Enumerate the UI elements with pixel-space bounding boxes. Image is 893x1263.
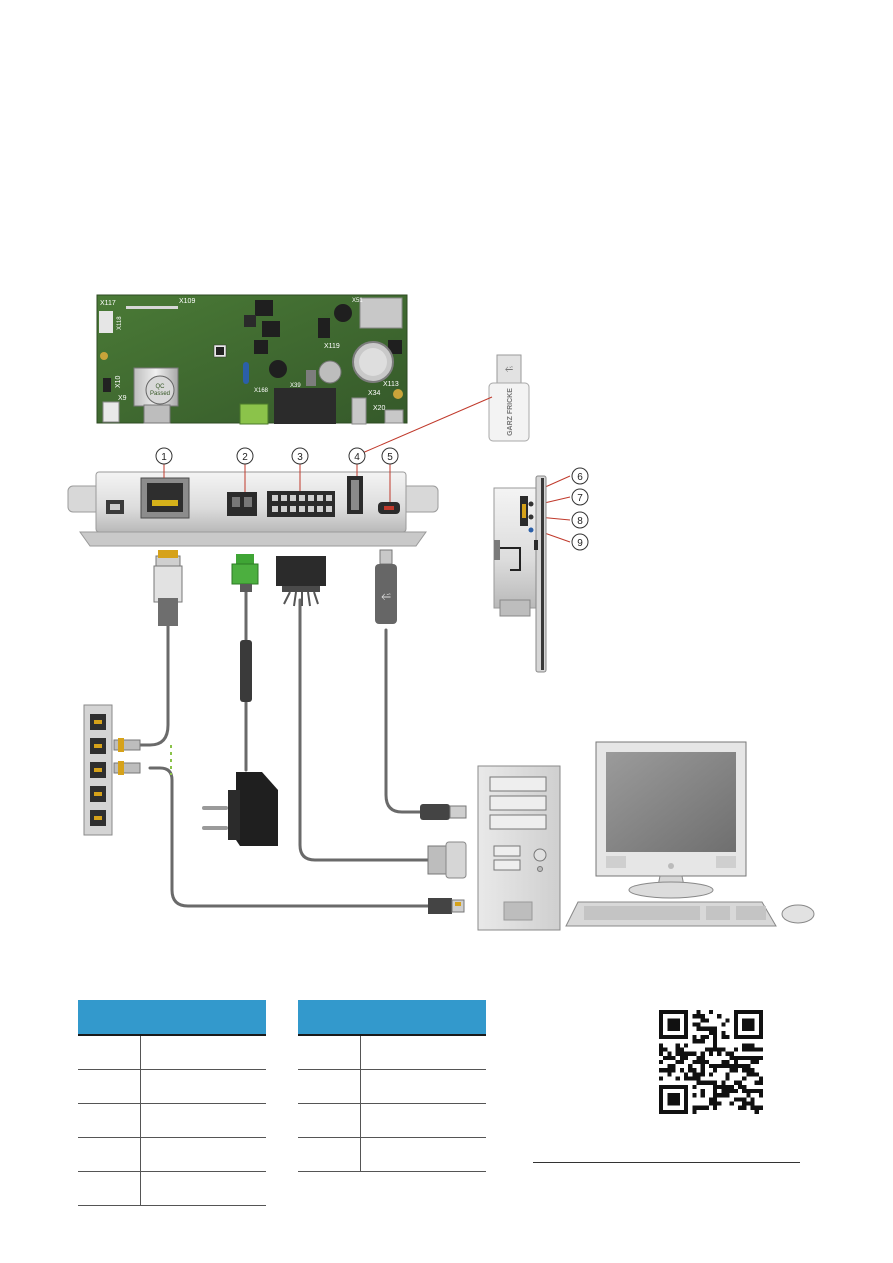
label-x119: X119 [324, 343, 340, 350]
table-cell [140, 1103, 266, 1138]
device-side-view [493, 475, 547, 673]
callout-5: 5 [381, 447, 399, 465]
usb-stick-brand: GARZ FRICKE [507, 388, 514, 436]
table-cell [140, 1034, 266, 1070]
pc-serial-plug [427, 841, 467, 879]
rj45-plug [153, 550, 183, 626]
svg-text:1: 1 [161, 452, 167, 463]
callout-6: 6 [571, 467, 589, 485]
multi-pin-plug [276, 556, 326, 607]
label-x39: X39 [290, 383, 301, 389]
table-row [78, 1137, 266, 1172]
table-cell [360, 1034, 486, 1070]
mouse [781, 904, 815, 924]
svg-text:9: 9 [577, 538, 583, 549]
table-right [298, 1000, 486, 1172]
label-x117: X117 [100, 300, 116, 307]
callout-2: 2 [236, 447, 254, 465]
power-adapter [202, 772, 278, 846]
table-cell [78, 1137, 141, 1172]
table-row [298, 1034, 486, 1070]
label-x34: X34 [368, 390, 381, 397]
label-x168: X168 [254, 388, 269, 394]
divider-line [533, 1162, 800, 1163]
table-row [78, 1103, 266, 1138]
header-cell [78, 1000, 140, 1035]
pcb-board: QC Passed X117 X109 X51 X118 X10 X9 X168… [96, 294, 408, 425]
power-terminal-port [227, 492, 257, 516]
callout-8: 8 [571, 511, 589, 529]
multi-pin-port [267, 491, 335, 517]
table-header-row [78, 1000, 266, 1035]
label-x9: X9 [118, 395, 127, 402]
usb-icon: ⭁ [505, 364, 513, 375]
table-cell [140, 1171, 266, 1206]
table-cell [298, 1034, 361, 1070]
svg-text:5: 5 [387, 452, 393, 463]
svg-text:4: 4 [354, 452, 360, 463]
svg-text:2: 2 [242, 452, 248, 463]
callout-9: 9 [571, 533, 589, 551]
callout-4: 4 [348, 447, 366, 465]
svg-text:8: 8 [577, 516, 583, 527]
label-x113: X113 [383, 381, 399, 388]
label-x20: X20 [373, 405, 386, 412]
table-cell [78, 1103, 141, 1138]
table-row [298, 1069, 486, 1104]
table-row [78, 1171, 266, 1206]
table-row [78, 1034, 266, 1070]
device-housing [67, 471, 439, 547]
svg-text:6: 6 [577, 472, 583, 483]
pc-usb-plug [420, 804, 467, 820]
header-cell [140, 1000, 266, 1035]
usb-stick: ⭁ GARZ FRICKE [488, 354, 530, 442]
callout-1: 1 [155, 447, 173, 465]
table-row [298, 1103, 486, 1138]
table-cell [298, 1137, 361, 1172]
usb-plug: ⭁ [375, 549, 397, 624]
pc-monitor [595, 741, 747, 899]
table-cell [360, 1137, 486, 1172]
label-x51: X51 [352, 298, 363, 304]
pc-tower [477, 765, 561, 931]
table-cell [78, 1171, 141, 1206]
table-cell [140, 1069, 266, 1104]
table-cell [140, 1137, 266, 1172]
usb-plug-icon: ⭁ [381, 589, 391, 603]
passed-sticker-top: QC [156, 384, 166, 390]
power-plug-connector [231, 554, 259, 702]
svg-text:7: 7 [577, 493, 583, 504]
passed-sticker: Passed [150, 391, 170, 397]
header-cell [360, 1000, 486, 1035]
table-cell [78, 1069, 141, 1104]
table-cell [360, 1103, 486, 1138]
callout-3: 3 [291, 447, 309, 465]
svg-text:3: 3 [297, 452, 303, 463]
pc-ethernet-plug [428, 898, 465, 914]
label-x118: X118 [117, 316, 123, 330]
table-cell [78, 1034, 141, 1070]
keyboard [565, 901, 777, 927]
label-x109: X109 [179, 298, 195, 305]
table-cell [298, 1069, 361, 1104]
label-x10: X10 [115, 375, 122, 388]
table-row [78, 1069, 266, 1104]
ethernet-switch [83, 704, 141, 836]
table-row [298, 1137, 486, 1172]
callout-7: 7 [571, 488, 589, 506]
cables [136, 588, 432, 908]
table-cell [298, 1103, 361, 1138]
qr-code[interactable] [659, 1010, 763, 1114]
header-cell [298, 1000, 360, 1035]
table-cell [360, 1069, 486, 1104]
table-left [78, 1000, 266, 1206]
leader-line-4 [359, 396, 493, 455]
table-header-row [298, 1000, 486, 1035]
